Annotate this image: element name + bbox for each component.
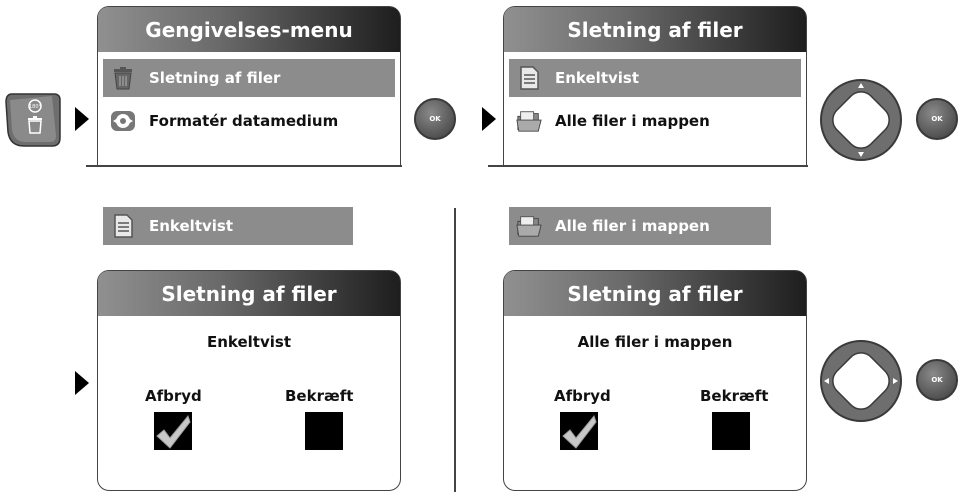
device-button-icon: 180° — [5, 93, 61, 147]
menu-item-delete-files[interactable]: Sletning af filer — [103, 59, 395, 97]
confirm-single-screen: Sletning af filer Enkeltvist Afbryd Bekr… — [97, 270, 401, 491]
up-arrow-icon — [858, 83, 864, 88]
document-icon — [516, 65, 542, 91]
screen-title: Sletning af filer — [504, 7, 806, 52]
all-files-option-bar: Alle filer i mappen — [509, 207, 771, 245]
screen-subtitle: Alle filer i mappen — [577, 333, 733, 351]
cancel-label: Afbryd — [145, 387, 202, 405]
right-arrow-icon — [893, 378, 898, 384]
menu-item-label: Enkeltvist — [555, 69, 640, 87]
confirm-label: Bekræft — [285, 387, 354, 405]
checkmark-icon — [156, 414, 191, 449]
bar-label: Enkeltvist — [149, 217, 234, 235]
menu-item-label: Formatér datamedium — [149, 112, 339, 130]
confirm-label: Bekræft — [700, 387, 769, 405]
screen-title: Sletning af filer — [504, 271, 806, 316]
menu-item-single[interactable]: Enkeltvist — [509, 59, 801, 97]
screen-title: Sletning af filer — [98, 271, 400, 316]
cancel-checkbox[interactable] — [154, 412, 192, 450]
column-divider — [454, 208, 456, 492]
cancel-label: Afbryd — [554, 387, 611, 405]
menu-item-format-medium[interactable]: Formatér datamedium — [103, 102, 395, 140]
menu-item-label: Alle filer i mappen — [555, 112, 710, 130]
single-option-bar: Enkeltvist — [103, 207, 353, 245]
bar-label: Alle filer i mappen — [555, 217, 710, 235]
format-icon — [110, 108, 136, 134]
cancel-checkbox[interactable] — [560, 412, 598, 450]
trash-icon — [110, 65, 136, 91]
checkmark-icon — [562, 414, 597, 449]
down-arrow-icon — [858, 152, 864, 157]
document-icon — [110, 213, 136, 239]
folder-icon — [516, 213, 542, 239]
menu-item-all-files[interactable]: Alle filer i mappen — [509, 102, 801, 140]
ok-button[interactable]: OK — [916, 98, 958, 140]
rotate-label: 180° — [29, 104, 42, 110]
flow-arrow-2 — [482, 107, 496, 131]
confirm-all-screen: Sletning af filer Alle filer i mappen Af… — [503, 270, 807, 491]
ok-button[interactable]: OK — [414, 98, 456, 140]
dpad-left-right[interactable] — [819, 339, 903, 423]
confirm-checkbox[interactable] — [712, 412, 750, 450]
delete-rotate-button[interactable]: 180° — [2, 88, 64, 150]
screen-base-line — [488, 165, 808, 167]
dpad-up-down[interactable] — [819, 78, 903, 162]
playback-menu-screen: Gengivelses-menu Sletning af filer Forma… — [97, 6, 401, 166]
screen-title: Gengivelses-menu — [98, 7, 400, 52]
folder-icon — [516, 108, 542, 134]
flow-arrow-3 — [75, 371, 89, 395]
left-arrow-icon — [824, 378, 829, 384]
confirm-checkbox[interactable] — [305, 412, 343, 450]
menu-item-label: Sletning af filer — [149, 69, 281, 87]
flow-arrow-1 — [75, 107, 89, 131]
ok-button[interactable]: OK — [916, 359, 958, 401]
delete-files-screen: Sletning af filer Enkeltvist Alle filer … — [503, 6, 807, 166]
screen-base-line — [86, 165, 402, 167]
screen-subtitle: Enkeltvist — [206, 333, 291, 351]
